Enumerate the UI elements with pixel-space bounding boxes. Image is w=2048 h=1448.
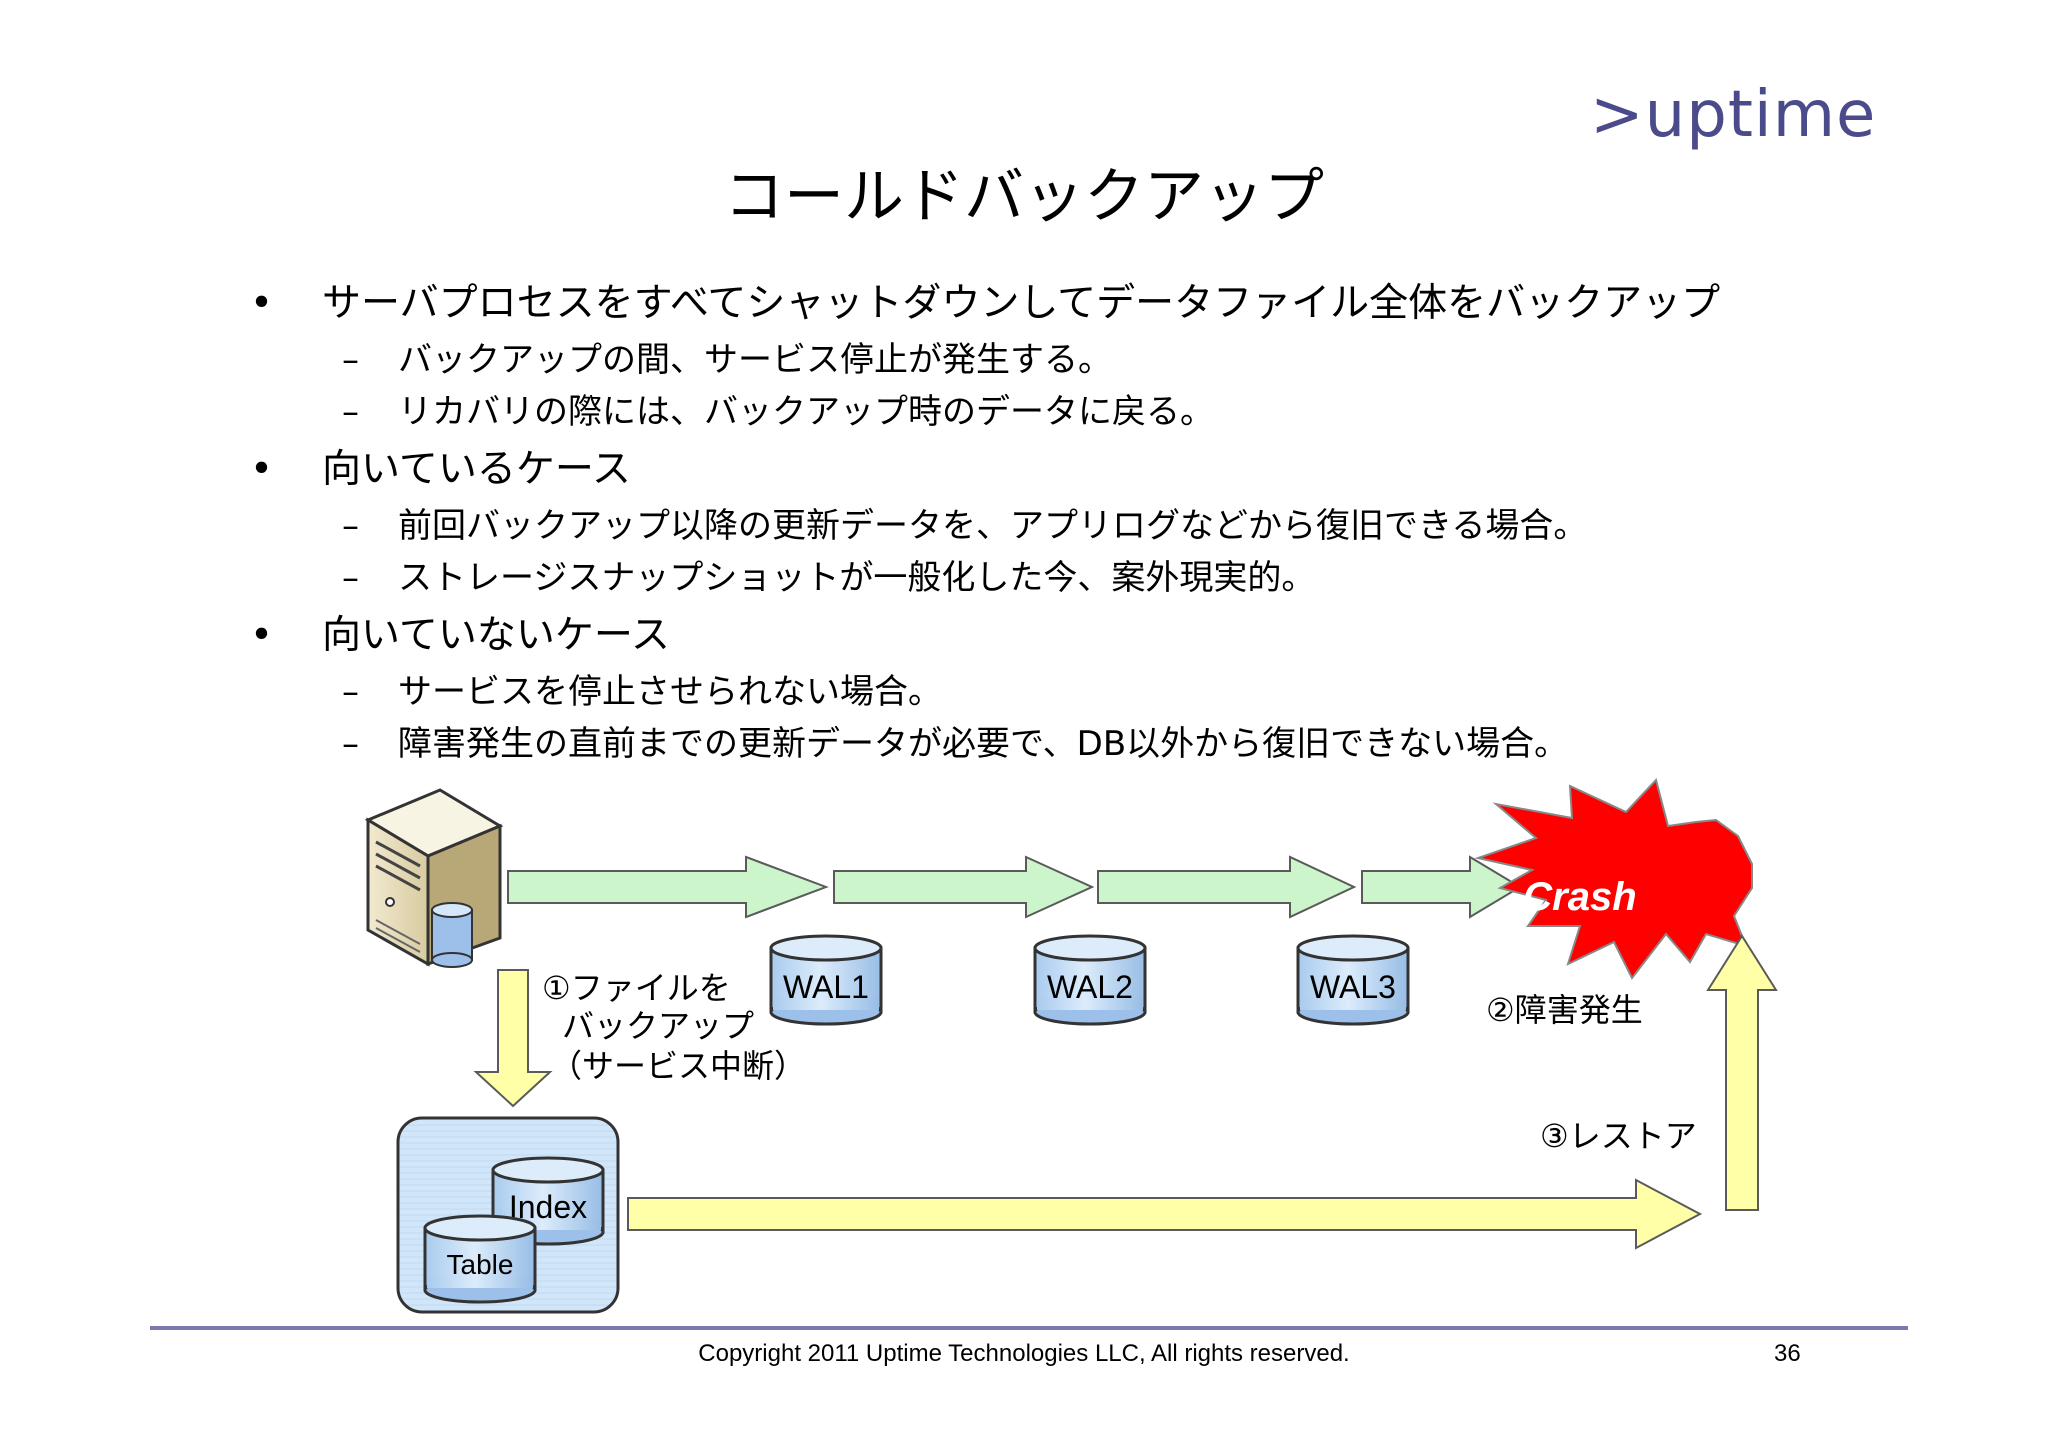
flow-arrow (1097, 855, 1357, 919)
bullet-item: 向いているケース (250, 442, 1720, 498)
wal-label: WAL2 (1047, 969, 1133, 1005)
crash-label: Crash (1523, 875, 1636, 919)
backup-storage: Index Table (396, 1116, 620, 1314)
wal-cylinder: WAL1 (769, 934, 883, 1026)
up-arrow (1706, 934, 1778, 1211)
sub-bullet-item: 前回バックアップ以降の更新データを、アプリログなどから復旧できる場合。 (250, 500, 1720, 552)
index-label: Index (509, 1189, 587, 1225)
bullet-item: 向いていないケース (250, 608, 1720, 664)
footer-divider (150, 1326, 1908, 1330)
server-icon (364, 788, 504, 968)
step3-label: ③レストア (1540, 1117, 1697, 1155)
flow-arrow (833, 855, 1095, 919)
copyright-text: Copyright 2011 Uptime Technologies LLC, … (698, 1340, 1350, 1367)
slide-title: コールドバックアップ (724, 162, 1324, 232)
flow-arrow (507, 855, 829, 919)
wal-cylinder: WAL3 (1296, 934, 1410, 1026)
backup-arrow (473, 969, 553, 1108)
wal-cylinder: WAL2 (1033, 934, 1147, 1026)
step1-label-line2: バックアップ (562, 1007, 755, 1045)
wal-label: WAL3 (1310, 969, 1396, 1005)
wal-label: WAL1 (783, 969, 869, 1005)
step1-label-line3: （サービス中断） (550, 1047, 807, 1085)
sub-bullet-item: リカバリの際には、バックアップ時のデータに戻る。 (250, 386, 1720, 438)
table-label: Table (447, 1249, 514, 1280)
uptime-logo: >uptime (1590, 78, 1877, 152)
step2-label: ②障害発生 (1486, 991, 1643, 1029)
flow-arrow (1361, 855, 1522, 919)
step1-label-line1: ①ファイルを (542, 969, 731, 1007)
sub-bullet-item: サービスを停止させられない場合。 (250, 666, 1720, 718)
sub-bullet-item: 障害発生の直前までの更新データが必要で、DB以外から復旧できない場合。 (250, 718, 1720, 770)
restore-arrow (627, 1178, 1703, 1250)
sub-bullet-item: バックアップの間、サービス停止が発生する。 (250, 334, 1720, 386)
table-cylinder: Table (423, 1214, 537, 1304)
bullet-list: サーバプロセスをすべてシャットダウンしてデータファイル全体をバックアップ バック… (250, 276, 1720, 770)
crash-burst-icon: Crash (1474, 777, 1753, 980)
page-number: 36 (1774, 1340, 1801, 1367)
bullet-item: サーバプロセスをすべてシャットダウンしてデータファイル全体をバックアップ (250, 276, 1720, 332)
sub-bullet-item: ストレージスナップショットが一般化した今、案外現実的。 (250, 552, 1720, 604)
index-cylinder: Index (491, 1156, 605, 1246)
